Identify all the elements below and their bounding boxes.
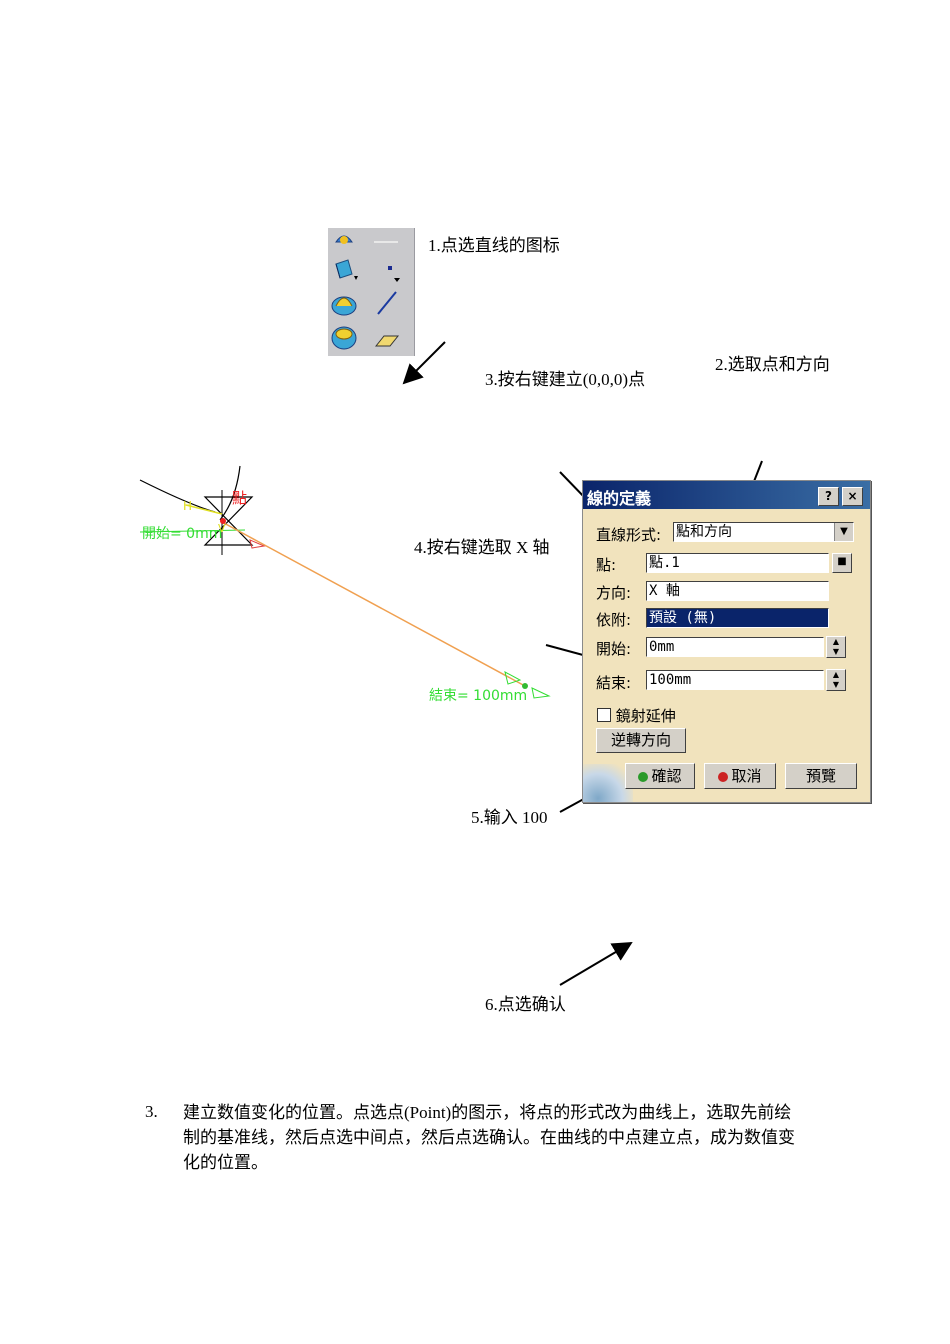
point-options-button[interactable]: ■ xyxy=(832,553,852,573)
extrude-icon[interactable] xyxy=(330,256,358,282)
sphere-icon[interactable] xyxy=(330,324,358,350)
step2-note: 2.选取点和方向 xyxy=(715,355,830,374)
end-point xyxy=(522,683,528,689)
paragraph-text: 建立数值变化的位置。点选点(Point)的图示，将点的形式改为曲线上，选取先前绘… xyxy=(183,1103,795,1172)
support-label: 依附: xyxy=(596,611,632,629)
decoration-image xyxy=(583,764,633,802)
help-button[interactable]: ? xyxy=(818,487,839,506)
revolve-icon[interactable] xyxy=(330,290,358,316)
direction-field[interactable]: X 軸 xyxy=(646,581,829,601)
list-number: 3. xyxy=(145,1102,158,1121)
plane-icon[interactable] xyxy=(372,328,400,354)
constructed-line xyxy=(221,521,526,687)
preview-button[interactable]: 預覽 xyxy=(785,763,857,789)
axis-h-label: H xyxy=(183,499,192,513)
direction-label: 方向: xyxy=(596,584,632,602)
checkbox-box[interactable] xyxy=(597,708,611,722)
cancel-label: 取消 xyxy=(731,767,762,785)
dialog-titlebar[interactable]: 線的定義 ? × xyxy=(583,481,870,509)
step3-note: 3.按右键建立(0,0,0)点 xyxy=(485,370,646,389)
line-type-label: 直線形式: xyxy=(596,526,662,544)
step4-note: 4.按右键选取 X 轴 xyxy=(414,538,550,557)
line-type-select[interactable]: 點和方向 ▼ xyxy=(673,522,854,542)
step1-note: 1.点选直线的图标 xyxy=(428,236,560,255)
origin-point xyxy=(220,518,226,524)
direction-arrow-start xyxy=(249,539,266,549)
chevron-down-icon[interactable]: ▼ xyxy=(834,523,853,541)
spin-up-icon[interactable]: ▲ xyxy=(832,670,840,679)
start-label: 開始= 0mm xyxy=(142,526,222,542)
point-icon[interactable] xyxy=(330,228,358,254)
line-type-value: 點和方向 xyxy=(676,524,732,540)
dialog-title: 線的定義 xyxy=(587,489,652,508)
end-label: 結束= 100mm xyxy=(429,688,527,704)
arrow-step6 xyxy=(559,941,633,986)
ok-button[interactable]: 確認 xyxy=(625,763,695,789)
arrow-step3 xyxy=(402,341,446,385)
line-diagonal-icon[interactable] xyxy=(372,290,400,316)
end-spinner[interactable]: ▲▼ xyxy=(826,669,846,691)
point-field-label: 點: xyxy=(596,556,617,574)
point-label: 點 xyxy=(232,489,247,507)
start-spinner[interactable]: ▲▼ xyxy=(826,636,846,658)
axis-v-label: V xyxy=(218,522,226,535)
start-field-label: 開始: xyxy=(596,640,632,658)
curve-left xyxy=(139,479,216,513)
catia-toolbar xyxy=(328,228,415,356)
ok-label: 確認 xyxy=(651,767,682,785)
cancel-button[interactable]: 取消 xyxy=(704,763,776,789)
mirror-extend-label: 鏡射延伸 xyxy=(615,707,676,725)
mirror-extend-checkbox[interactable]: 鏡射延伸 xyxy=(597,705,676,726)
end-field[interactable]: 100mm xyxy=(646,670,824,690)
start-dim-line xyxy=(139,529,246,533)
ok-icon xyxy=(638,772,649,782)
point-small-icon[interactable] xyxy=(372,256,400,282)
line-icon[interactable] xyxy=(372,230,400,256)
spin-up-icon[interactable]: ▲ xyxy=(832,637,840,646)
reverse-direction-button[interactable]: 逆轉方向 xyxy=(596,728,686,753)
line-definition-dialog: 線的定義 ? × 直線形式: 點和方向 ▼ 點: 點.1 ■ 方向: X 軸 依… xyxy=(582,480,871,803)
start-field[interactable]: 0mm xyxy=(646,637,824,657)
axis-h-line xyxy=(185,504,223,515)
step5-note: 5.输入 100 xyxy=(471,808,548,827)
step6-note: 6.点选确认 xyxy=(485,995,566,1014)
cancel-icon xyxy=(718,772,729,782)
close-button[interactable]: × xyxy=(842,487,863,506)
end-field-label: 結束: xyxy=(596,674,632,692)
end-arrow-b xyxy=(531,687,551,699)
spin-down-icon[interactable]: ▼ xyxy=(832,680,840,689)
point-field[interactable]: 點.1 xyxy=(646,553,829,573)
support-field[interactable]: 預設 (無) xyxy=(646,608,829,628)
end-arrow-a xyxy=(504,671,522,685)
spin-down-icon[interactable]: ▼ xyxy=(832,647,840,656)
